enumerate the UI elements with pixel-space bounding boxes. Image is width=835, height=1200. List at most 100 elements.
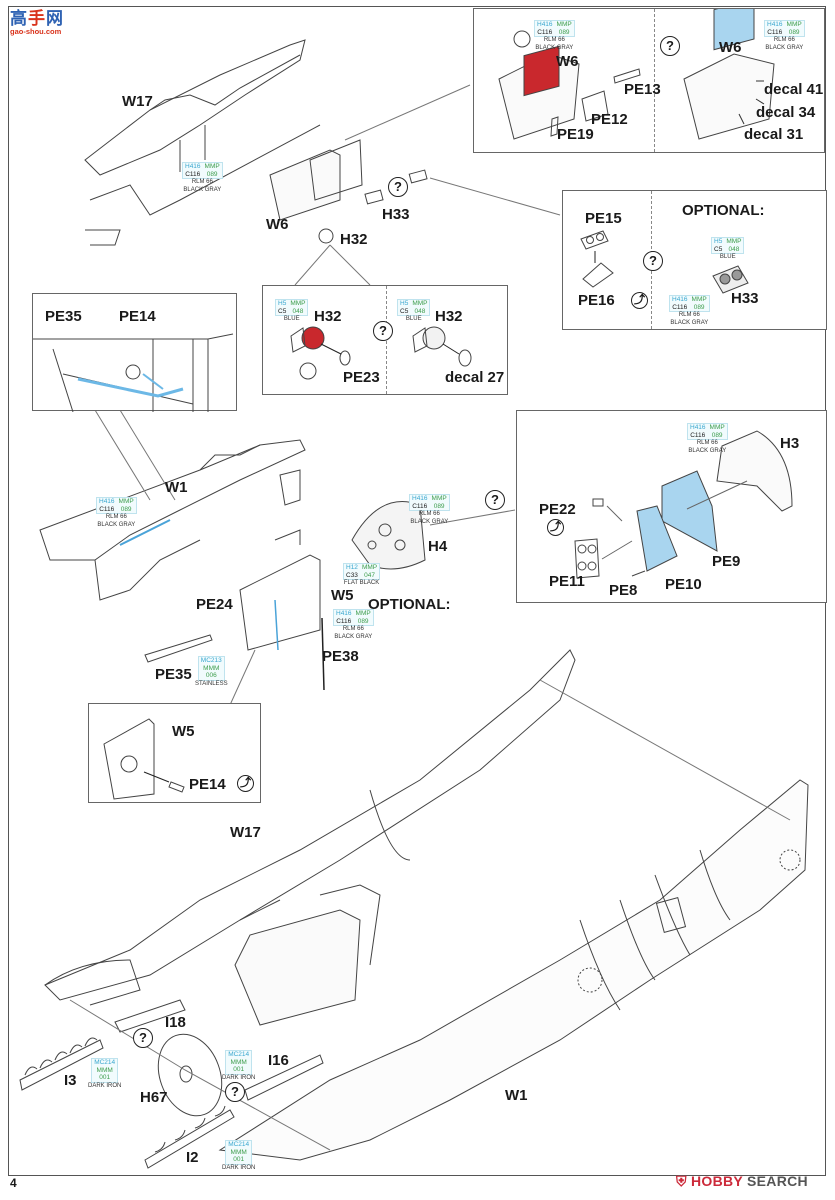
part-label-h67: H67: [140, 1089, 168, 1106]
part-label-h4: H4: [428, 538, 448, 555]
pe11-part: [574, 538, 600, 579]
part-label-w6: W6: [719, 39, 742, 56]
part-label-pe8: PE8: [609, 582, 638, 599]
option-question-icon: ?: [388, 177, 408, 197]
part-label-w17: W17: [122, 93, 153, 110]
w5-blue-line: [274, 599, 279, 651]
part-label-pe9: PE9: [712, 553, 741, 570]
w1-round-hatch: [779, 849, 801, 871]
w17-bottom-frame: [239, 789, 411, 921]
hobby-search-watermark: ⛨ HOBBY SEARCH: [676, 1173, 808, 1189]
w1-round-hatch: [577, 967, 603, 993]
part-label-pe11: PE11: [549, 573, 585, 590]
pe38-part: [321, 617, 325, 691]
part-label-pe12: PE12: [591, 111, 628, 128]
w17-bottom-part: [44, 649, 576, 1001]
part-label-pe14: PE14: [119, 308, 156, 325]
leader-h33: [429, 177, 561, 216]
h32-option-b: [422, 326, 446, 350]
i3-part: [19, 1039, 104, 1091]
bend-icon: ⤴: [237, 775, 254, 792]
part-label-i16: I16: [268, 1052, 289, 1069]
w6-blue-instruments: [713, 9, 755, 51]
pe22-part: [592, 498, 604, 507]
part-label-pe10: PE10: [665, 576, 702, 593]
leader-w5-inset: [229, 649, 256, 706]
optional-label: OPTIONAL:: [682, 202, 765, 219]
h67-part: [157, 1033, 223, 1117]
leader-h32: [294, 244, 371, 286]
leader-h4: [429, 509, 516, 526]
part-label-h3: H3: [780, 435, 800, 452]
w17-bottom-edge: [44, 959, 141, 1006]
w1-mid-rear: [274, 469, 301, 545]
option-question-icon: ?: [643, 251, 663, 271]
part-label-pe22: PE22: [539, 501, 576, 518]
part-label-w1: W1: [165, 479, 188, 496]
part-label-pe13: PE13: [624, 81, 661, 98]
option-question-icon: ?: [485, 490, 505, 510]
part-label-pe15: PE15: [585, 210, 622, 227]
part-label-i2: I2: [186, 1149, 199, 1166]
option-question-icon: ?: [660, 36, 680, 56]
part-label-pe19: PE19: [557, 126, 594, 143]
optional-label: OPTIONAL:: [368, 596, 451, 613]
leader-h67: [69, 999, 331, 1151]
bend-icon: ⤴: [631, 292, 648, 309]
part-label-pe14: PE14: [189, 776, 226, 793]
part-label-w1: W1: [505, 1087, 528, 1104]
pe10-part: [636, 505, 678, 572]
part-label-w5: W5: [331, 587, 354, 604]
w5-inset-drawing: [103, 718, 185, 800]
w1-mid-cockpit: [199, 444, 261, 471]
pe19-part: [550, 116, 559, 137]
pe35-strip: [119, 519, 171, 546]
leader-w6: [344, 84, 471, 141]
part-label-w5: W5: [172, 723, 195, 740]
h32-detail-drawing: [290, 326, 472, 380]
pe9-part: [661, 470, 718, 552]
part-label-h33: H33: [731, 290, 759, 307]
decal-label-31: decal 31: [744, 126, 804, 143]
i18-part: [114, 999, 186, 1033]
pe35-inset-strip: [77, 377, 184, 398]
pe35-inset-drawing: [33, 333, 234, 412]
option-question-icon: ?: [373, 321, 393, 341]
watermark-char: 手: [28, 9, 46, 28]
fuselage-top-lower: [89, 124, 321, 216]
fuselage-top-bottom: [85, 229, 121, 246]
w6-panel-face: [309, 139, 363, 201]
seat-part: [234, 909, 361, 1026]
w5-panel: [239, 554, 321, 651]
w6-panel: [269, 149, 341, 221]
h4-detail-drawing: [574, 430, 793, 579]
part-label-w6: W6: [556, 53, 579, 70]
h4-gauge: [378, 523, 392, 537]
pe12-part: [581, 90, 609, 122]
i2-teeth: [154, 1105, 226, 1153]
watermark-char: 高: [10, 9, 28, 28]
pe35-inset-box: PE35 PE14: [32, 293, 237, 412]
w6-red-instruments: [523, 45, 560, 97]
pe16-part: [582, 262, 614, 288]
w17-top-frame: [149, 54, 301, 111]
h33-part: [364, 189, 384, 205]
h3-part: [716, 430, 793, 512]
part-label-i18: I18: [165, 1014, 186, 1031]
pe15-part: [580, 230, 609, 250]
part-label-pe38: PE38: [322, 648, 359, 665]
option-question-icon: ?: [225, 1082, 245, 1102]
brush-icon: [513, 30, 531, 48]
